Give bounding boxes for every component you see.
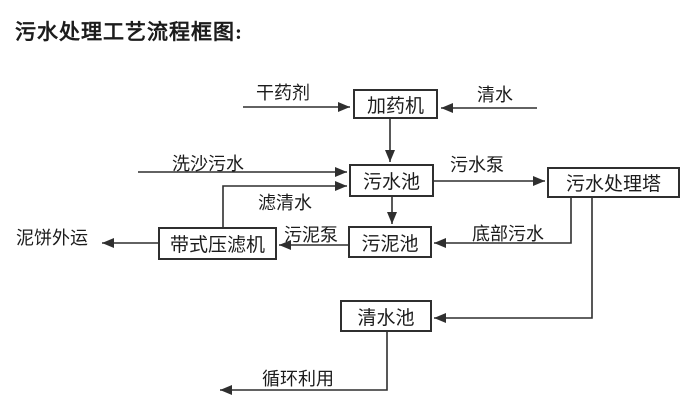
label-filtered-water: 滤清水	[258, 193, 312, 213]
page-title: 污水处理工艺流程框图:	[15, 20, 243, 44]
node-sewage-pool: 污水池	[349, 164, 434, 197]
label-sand-washing-sewage: 洗沙污水	[172, 154, 244, 174]
node-belt-filter-press: 带式压滤机	[158, 227, 277, 260]
node-dosing-machine: 加药机	[353, 89, 438, 119]
label-sludge-pump: 污泥泵	[284, 225, 338, 245]
label-mud-cake-out: 泥饼外运	[16, 228, 88, 248]
node-clear-water-pool: 清水池	[340, 300, 432, 332]
arrow-tower-to-clear-pool	[434, 198, 593, 323]
label-clear-water: 清水	[477, 85, 513, 105]
label-dry-chemical: 干药剂	[256, 83, 310, 103]
node-sludge-pool: 污泥池	[348, 226, 432, 258]
arrow-filtered-water-to-sewage-pool	[222, 181, 347, 227]
arrow-bottom-sewage-to-sludge-pool	[434, 198, 572, 248]
label-sewage-pump: 污水泵	[450, 155, 504, 175]
label-recycle-use: 循环利用	[262, 369, 334, 389]
node-treatment-tower: 污水处理塔	[547, 167, 680, 198]
label-bottom-sewage: 底部污水	[472, 224, 544, 244]
arrow-clear-pool-to-recycle	[220, 332, 388, 395]
